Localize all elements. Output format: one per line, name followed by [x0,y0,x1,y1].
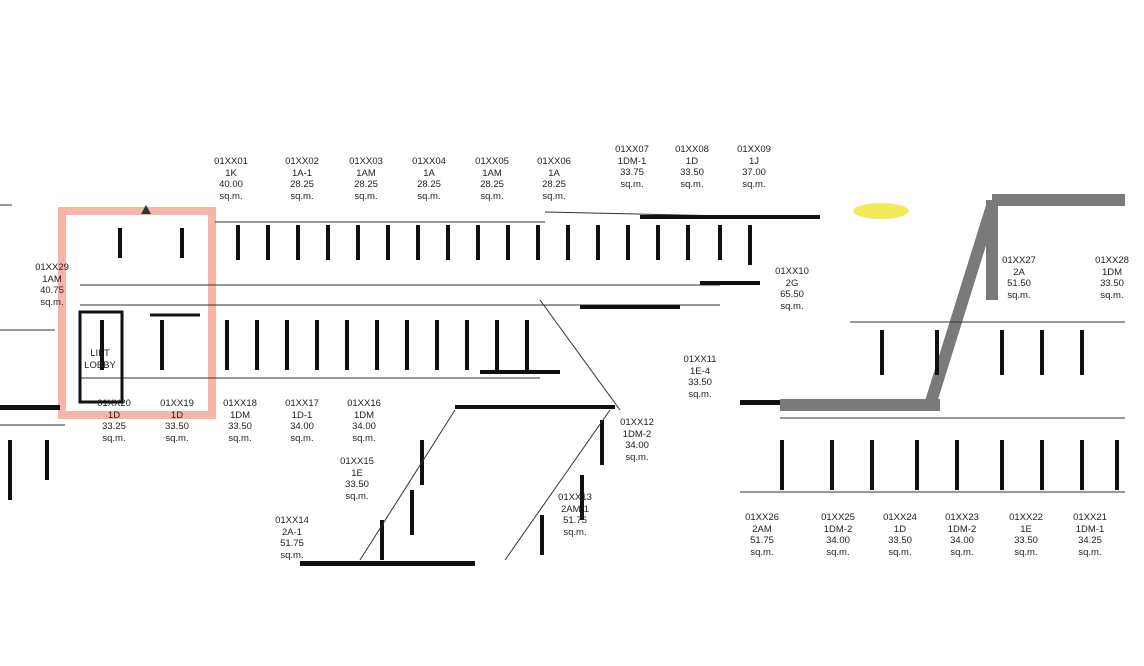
highlight-frame [58,207,216,419]
marker-tag [853,203,909,219]
direction-arrow [780,194,1125,411]
lift-lobby-walls [78,310,200,404]
right-wing [740,321,1125,493]
lift-lobby-label: LIFT LOBBY [84,348,116,371]
top-walls [100,215,820,374]
north-marker [141,205,151,214]
left-fragment [0,204,65,426]
